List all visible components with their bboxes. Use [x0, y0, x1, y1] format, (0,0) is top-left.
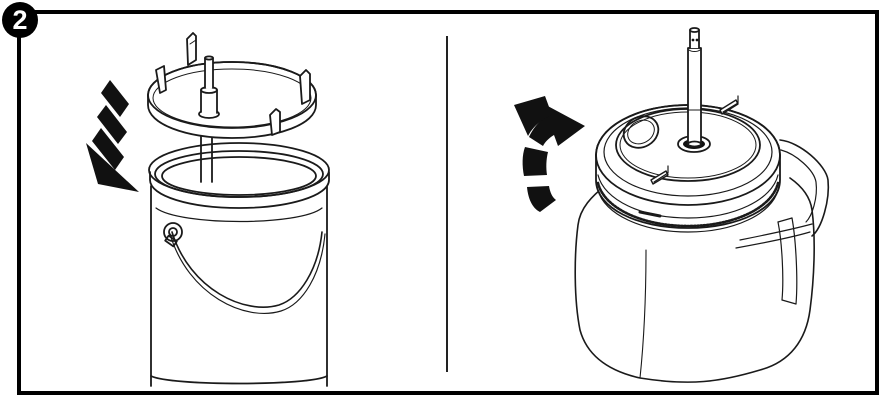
- left-panel: [86, 32, 330, 387]
- can-lid: [147, 32, 317, 139]
- right-panel: [514, 27, 830, 383]
- can-handle: [171, 231, 323, 308]
- handle-lug: [163, 222, 183, 242]
- paint-can: [148, 142, 330, 387]
- rotate-arrow-icon: [514, 96, 585, 212]
- down-arrow-icon: [86, 80, 139, 192]
- outer-frame: [17, 10, 879, 395]
- square-jug: [574, 139, 830, 383]
- pour-spout-stem: [687, 27, 702, 148]
- step-number-badge: 2: [2, 2, 38, 38]
